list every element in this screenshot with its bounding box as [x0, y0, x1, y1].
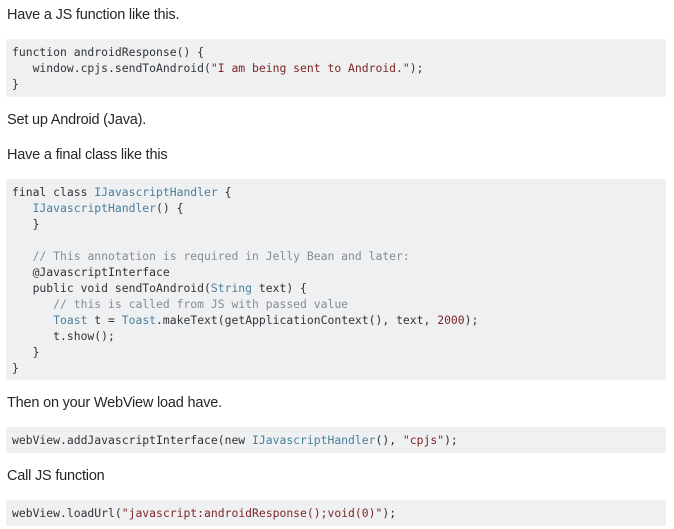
paragraph-call-js-function: Call JS function: [7, 468, 105, 484]
code-text: [12, 313, 53, 327]
paragraph-webview-load: Then on your WebView load have.: [7, 395, 222, 411]
type-name: String: [210, 281, 253, 295]
code-text: );: [409, 61, 424, 75]
string-literal: "cpjs": [402, 433, 445, 447]
code-line: Toast t = Toast.makeText(getApplicationC…: [12, 312, 660, 328]
code-text: function androidResponse() {: [12, 45, 205, 59]
code-line: IJavascriptHandler() {: [12, 200, 660, 216]
code-line: }: [12, 344, 660, 360]
code-text: [12, 297, 53, 311]
type-name: Toast: [121, 313, 157, 327]
code-line: }: [12, 360, 660, 376]
code-line: public void sendToAndroid(String text) {: [12, 280, 660, 296]
code-text: [12, 265, 33, 279]
code-block-add-js-interface: webView.addJavascriptInterface(new IJava…: [6, 427, 666, 453]
code-text: );: [464, 313, 479, 327]
type-name: IJavascriptHandler: [94, 185, 218, 199]
code-comment: // This annotation is required in Jelly …: [32, 249, 410, 263]
code-line: }: [12, 76, 660, 92]
code-text: {: [217, 185, 232, 199]
code-text: public void sendToAndroid(: [12, 281, 211, 295]
string-literal: "I am being sent to Android.": [210, 61, 410, 75]
type-name: IJavascriptHandler: [252, 433, 376, 447]
code-line: webView.addJavascriptInterface(new IJava…: [12, 432, 660, 448]
code-text: webView.addJavascriptInterface(new: [12, 433, 253, 447]
code-block-java-handler-class: final class IJavascriptHandler { IJavasc…: [6, 179, 666, 380]
code-line: // This annotation is required in Jelly …: [12, 248, 660, 264]
paragraph-setup-android: Set up Android (Java).: [7, 112, 147, 128]
code-text: .makeText(getApplicationContext(), text,: [156, 313, 438, 327]
code-block-load-url: webView.loadUrl("javascript:androidRespo…: [6, 500, 666, 526]
code-comment: // this is called from JS with passed va…: [53, 297, 349, 311]
code-text: t =: [87, 313, 122, 327]
code-text: );: [444, 433, 458, 447]
code-text: );: [382, 506, 397, 520]
code-line: function androidResponse() {: [12, 44, 660, 60]
code-text: final class: [12, 185, 95, 199]
type-name: Toast: [53, 313, 88, 327]
code-text: }: [12, 345, 40, 359]
string-literal: "javascript:androidResponse();void(0)": [121, 506, 383, 520]
code-line: }: [12, 216, 660, 232]
code-line: window.cpjs.sendToAndroid("I am being se…: [12, 60, 660, 76]
type-name: IJavascriptHandler: [32, 201, 157, 215]
code-line: // this is called from JS with passed va…: [12, 296, 660, 312]
code-line: webView.loadUrl("javascript:androidRespo…: [12, 505, 660, 521]
code-text: text) {: [252, 281, 307, 295]
code-text: (),: [375, 433, 403, 447]
paragraph-js-function-intro: Have a JS function like this.: [7, 7, 180, 23]
paragraph-final-class-intro: Have a final class like this: [7, 147, 168, 163]
code-line: final class IJavascriptHandler {: [12, 184, 660, 200]
code-text: }: [12, 361, 19, 375]
code-line: t.show();: [12, 328, 660, 344]
code-text: () {: [156, 201, 184, 215]
code-text: }: [12, 77, 19, 91]
code-text: [12, 249, 33, 263]
code-line: [12, 232, 660, 248]
code-text: t.show();: [12, 329, 115, 343]
code-text: [12, 201, 33, 215]
number-literal: 2000: [437, 313, 465, 327]
code-text: }: [12, 217, 40, 231]
code-line: @JavascriptInterface: [12, 264, 660, 280]
code-block-js-function: function androidResponse() { window.cpjs…: [6, 39, 666, 97]
code-text: window.cpjs.sendToAndroid(: [12, 61, 211, 75]
annotation: @JavascriptInterface: [32, 265, 170, 279]
code-text: webView.loadUrl(: [12, 506, 122, 520]
